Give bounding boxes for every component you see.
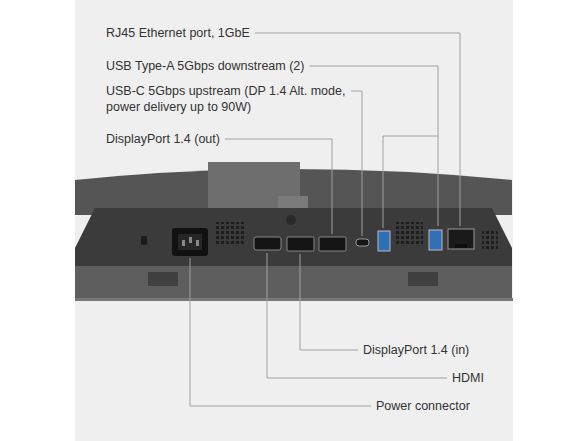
foot-tab bbox=[148, 272, 178, 286]
security-slot bbox=[141, 236, 147, 245]
port-recess bbox=[75, 208, 512, 268]
callout-label: USB Type-A 5Gbps downstream (2) bbox=[106, 58, 304, 74]
rj45-port bbox=[448, 229, 474, 249]
housing-edge bbox=[75, 298, 513, 301]
vent-grille bbox=[482, 230, 498, 250]
housing-lip bbox=[75, 266, 512, 300]
leader-line bbox=[351, 91, 362, 236]
callout-label: DisplayPort 1.4 (out) bbox=[106, 131, 220, 147]
screw bbox=[286, 215, 296, 225]
displayport-in bbox=[287, 237, 314, 251]
leader-line bbox=[225, 139, 332, 234]
power-pin bbox=[182, 240, 185, 246]
callout-label: RJ45 Ethernet port, 1GbE bbox=[106, 25, 250, 41]
hdmi-port bbox=[254, 237, 281, 250]
displayport-out bbox=[319, 237, 346, 251]
callout-label: Power connector bbox=[376, 398, 470, 414]
power-connector bbox=[172, 228, 208, 256]
power-pin bbox=[189, 237, 192, 243]
callout-label: DisplayPort 1.4 (in) bbox=[363, 342, 469, 358]
usb-c-port bbox=[356, 239, 369, 246]
leader-line bbox=[267, 253, 447, 378]
callout-label: USB-C 5Gbps upstream (DP 1.4 Alt. mode, … bbox=[106, 83, 346, 115]
power-pin bbox=[196, 240, 199, 246]
rj45-tab bbox=[455, 244, 467, 248]
foot-tab bbox=[408, 272, 438, 286]
leader-line bbox=[383, 136, 438, 228]
leader-line bbox=[190, 258, 371, 406]
power-socket bbox=[178, 234, 202, 250]
vent-grille bbox=[395, 222, 423, 246]
usb-a-port bbox=[378, 231, 390, 251]
callout-label: HDMI bbox=[452, 370, 484, 386]
leader-line bbox=[300, 254, 358, 350]
vent-grille bbox=[215, 222, 245, 246]
stand-latch bbox=[278, 196, 308, 208]
background-panel bbox=[75, 0, 513, 441]
usb-a-port bbox=[429, 230, 442, 250]
